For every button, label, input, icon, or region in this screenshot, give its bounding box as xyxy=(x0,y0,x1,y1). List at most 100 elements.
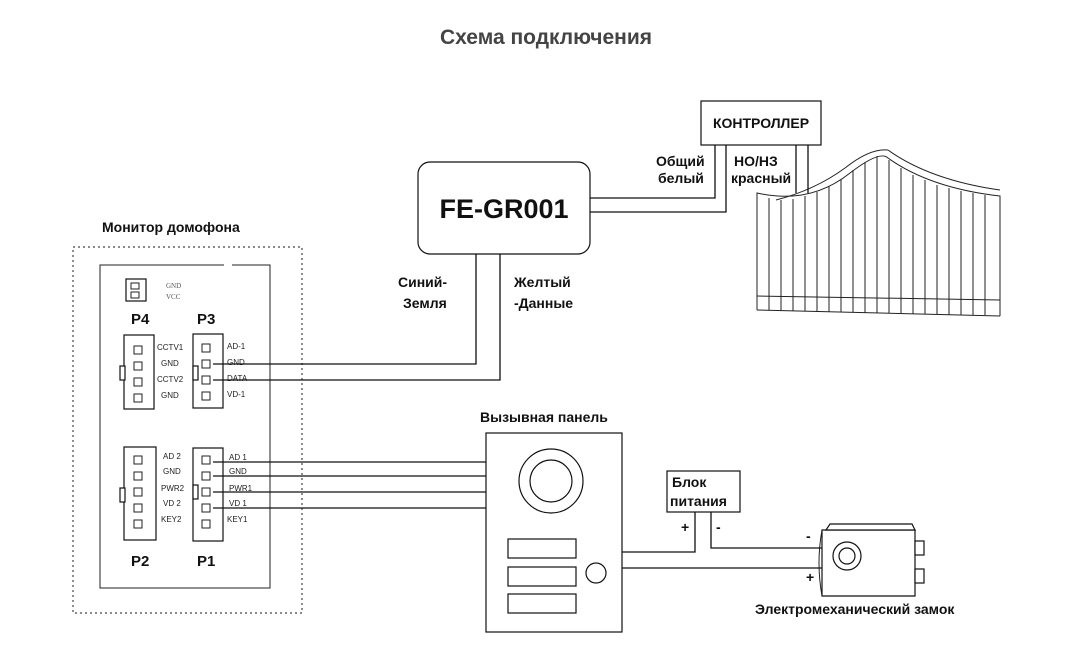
power-supply-label: питания xyxy=(670,493,727,509)
cctv-pin-label: GND xyxy=(161,359,179,368)
lock-top xyxy=(824,523,916,531)
power-supply-box xyxy=(666,470,741,513)
controller-common-label: белый xyxy=(658,170,704,186)
p2-pin-label: AD 2 xyxy=(163,452,181,461)
p2-label: P2 xyxy=(131,553,149,570)
lock-bolt xyxy=(914,540,925,556)
connector-p4: GND VCC P4 xyxy=(125,278,181,328)
controller-box xyxy=(700,100,822,146)
connector-cctv-key xyxy=(119,365,126,381)
lock-bolt xyxy=(914,568,925,584)
connector-p2-key xyxy=(119,487,126,503)
fe-gr001-module: FE-GR001 Синий- Земля Желтый -Данные xyxy=(398,161,591,311)
p3-pin-label: GND xyxy=(227,358,245,367)
connector-p3-pin xyxy=(201,359,211,369)
gate-top-arc xyxy=(887,149,1001,191)
connector-p3-key xyxy=(192,365,199,381)
connector-p1-key xyxy=(192,484,199,500)
p1-pin-label: PWR1 xyxy=(229,484,253,493)
connector-cctv-pin xyxy=(133,377,143,387)
wiring xyxy=(213,145,822,569)
connector-p2-pin xyxy=(133,471,143,481)
gate-rail xyxy=(756,295,1001,301)
p2-pin-label: VD 2 xyxy=(163,499,181,508)
p1-label: P1 xyxy=(197,553,215,570)
connector-p2: AD 2 GND PWR2 VD 2 KEY2 P2 xyxy=(119,446,185,570)
connector-cctv: CCTV1 GND CCTV2 GND xyxy=(119,334,184,410)
p1-pin-label: VD 1 xyxy=(229,499,247,508)
page-title: Схема подключения xyxy=(440,26,652,49)
connector-p4-pin xyxy=(130,282,140,290)
intercom-monitor: Монитор домофона GND VCC P4 CCTV1 GND CC… xyxy=(72,219,303,614)
p2-pin-label: GND xyxy=(163,467,181,476)
connector-p1: AD 1 GND PWR1 VD 1 KEY1 P1 xyxy=(192,447,253,570)
connector-cctv-pin xyxy=(133,361,143,371)
wire-yellow-label: Желтый xyxy=(513,274,571,290)
call-panel-title: Вызывная панель xyxy=(480,409,608,425)
camera-lens xyxy=(529,459,573,503)
connector-p3-pin xyxy=(201,375,211,385)
wire-yellow-label: -Данные xyxy=(514,295,573,311)
wire-blue-label: Земля xyxy=(403,295,447,311)
power-supply: Блок питания + - xyxy=(666,470,741,535)
gate-bottom xyxy=(756,309,1001,317)
connector-p1-pin xyxy=(201,487,211,497)
connector-p2-body xyxy=(123,446,157,541)
connector-p1-pin xyxy=(201,503,211,513)
cctv-pin-label: CCTV2 xyxy=(157,375,184,384)
fe-gr001-box xyxy=(417,161,591,255)
connector-p3: P3 AD-1 GND DATA VD-1 xyxy=(192,311,248,409)
monitor-board xyxy=(99,264,271,589)
connector-p2-pin xyxy=(133,455,143,465)
name-plate xyxy=(507,538,577,559)
call-panel: Вызывная панель xyxy=(480,409,623,633)
cctv-pin-label: GND xyxy=(161,391,179,400)
gate-top-arc xyxy=(775,149,889,201)
controller-common-label: Общий xyxy=(656,153,705,169)
power-minus-label: - xyxy=(716,519,721,535)
p4-pin-label: GND xyxy=(166,282,181,290)
wire-red-nonc xyxy=(590,145,727,213)
p2-pin-label: PWR2 xyxy=(161,484,185,493)
lock-cylinder-core xyxy=(838,547,856,565)
p1-pin-label: AD 1 xyxy=(229,453,247,462)
fe-gr001-label: FE-GR001 xyxy=(439,194,568,224)
p3-pin-label: VD-1 xyxy=(227,390,246,399)
p3-label: P3 xyxy=(197,311,215,328)
wire-white-common xyxy=(590,145,716,199)
connector-cctv-pin xyxy=(133,345,143,355)
wire-yellow-data xyxy=(213,254,501,381)
p4-pin-label: VCC xyxy=(166,293,181,301)
wire-blue-label: Синий- xyxy=(398,274,447,290)
p3-pin-label: AD-1 xyxy=(227,342,246,351)
lock-plus-label: + xyxy=(806,569,814,585)
connector-p3-pin xyxy=(201,343,211,353)
connector-p2-pin xyxy=(133,519,143,529)
wire-power-minus-lock xyxy=(710,512,822,549)
monitor-title: Монитор домофона xyxy=(102,219,240,235)
power-plus-label: + xyxy=(681,519,689,535)
cctv-pin-label: CCTV1 xyxy=(157,343,184,352)
controller-nonc-label: НО/НЗ xyxy=(734,153,778,169)
power-supply-label: Блок xyxy=(672,474,707,490)
p2-pin-label: KEY2 xyxy=(161,515,182,524)
call-button[interactable] xyxy=(585,562,607,584)
connector-p1-pin xyxy=(201,455,211,465)
lock-title: Электромеханический замок xyxy=(755,601,955,617)
name-plate xyxy=(507,566,577,587)
wire-blue-ground xyxy=(213,254,477,365)
connector-p2-pin xyxy=(133,503,143,513)
wire-panel-power-plus xyxy=(622,512,696,553)
connector-p1-pin xyxy=(201,519,211,529)
lock-minus-label: - xyxy=(806,528,811,544)
gate-outline xyxy=(756,155,1001,316)
connector-p2-pin xyxy=(133,487,143,497)
controller: КОНТРОЛЛЕР Общий белый НО/НЗ красный xyxy=(656,100,822,186)
connector-p1-pin xyxy=(201,471,211,481)
connector-p3-pin xyxy=(201,391,211,401)
p1-pin-label: KEY1 xyxy=(227,515,248,524)
electromechanical-lock: - + Электромеханический замок xyxy=(755,523,955,617)
controller-label: КОНТРОЛЛЕР xyxy=(713,115,809,131)
p4-label: P4 xyxy=(131,311,150,328)
